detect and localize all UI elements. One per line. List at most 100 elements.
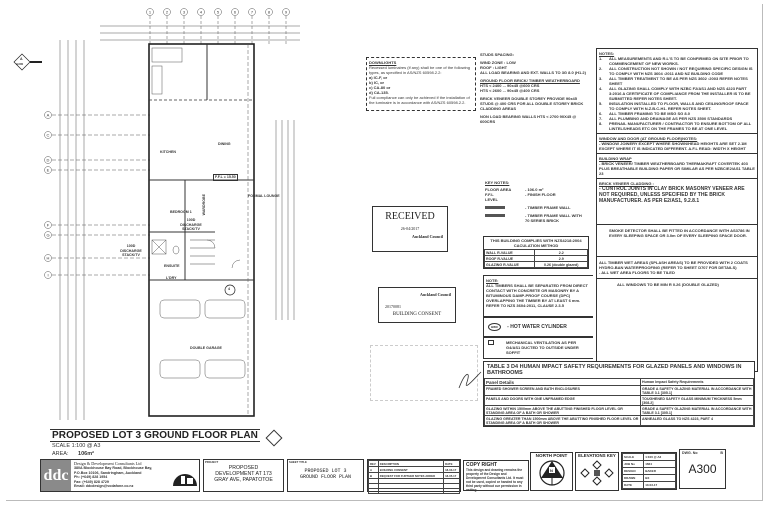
timber-note: NOTE: ALL TIMBERS SHALL BE SEPARATED FRO…: [483, 275, 593, 317]
studs-line: WIND ZONE : LOW: [480, 60, 516, 65]
company-email: Email: ddcdesign@vodafone.co.nz: [74, 484, 134, 489]
grid-label: 8: [268, 9, 271, 14]
grid-bubble: [44, 111, 52, 119]
info-label: DRAWN: [621, 474, 645, 482]
council-logo: Auckland Council: [411, 234, 443, 239]
grid-bubble: [197, 8, 205, 16]
drawing-number: A300: [688, 461, 717, 476]
table-row: GLAZING WITHIN 1500mm ABOVE THE ABUTTING…: [483, 405, 754, 416]
safety-requirement: GRADE A SAFETY GLAZING MATERIAL IN ACCOR…: [640, 385, 754, 396]
note-item: 3.ALL TIMBER TREATMENT TO BE AS PER NZS …: [599, 76, 755, 86]
note-text: ALL CONSTRUCTION NOT SHOWN / NOT REQUIRI…: [609, 66, 753, 76]
note-item: 1.ALL MEASUREMENTS AND R.L'S TO BE CONFI…: [599, 56, 755, 66]
company-fax: Fax: (+649) 828 4729: [74, 479, 109, 484]
info-value: BX: [643, 474, 676, 482]
grid-label: 1: [149, 9, 152, 14]
note-text: ALL TIMBER TREATMENT TO BE AS PER NZS 36…: [609, 76, 748, 86]
window-notes: WINDOW AND DOOR (AT GROUND FLOOR)NOTES: …: [597, 133, 757, 153]
legend-row: - TIMBER FRAME WALL: [485, 205, 589, 210]
received-stamp: RECEIVED 26-04/2017 Auckland Council: [372, 206, 448, 252]
sheet-border: [6, 4, 763, 501]
company-block: ddc Design & Development Consultants Ltd…: [40, 459, 200, 492]
note-item: 2. ALL CONSTRUCTION NOT SHOWN / NOT REQUI…: [599, 66, 755, 76]
project-label: PROJECT: [205, 460, 219, 464]
note-item: 5.INSULATION INSTALLED TO FLOOR, WALLS A…: [599, 101, 755, 111]
timber-note-title: NOTE:: [486, 278, 499, 283]
hwc-legend: HWC - HOT WATER CYLINDER: [483, 317, 593, 337]
grid-label: 9: [285, 9, 288, 14]
key-note-value: - 106.0 m²: [525, 187, 544, 192]
sheet-title-label: SHEET TITLE: [289, 460, 307, 464]
note-item: 7.ALL PLUMBING AND DRAINAGE AS PER NZS 3…: [599, 116, 755, 121]
safety-requirement: TOUGHENED SAFETY GLASS MINIMUM THICKNESS…: [640, 395, 754, 406]
key-note-label: LEVEL: [485, 197, 498, 202]
studs-title: STUDS SPACING:: [480, 52, 514, 57]
note-number: 4.: [599, 86, 603, 91]
room-discharge: 100D DISCHARGE STACK/TV: [180, 218, 202, 232]
info-value: 10-03-17: [643, 481, 676, 489]
company-phone: Ph: (+649) 828 1954: [74, 475, 108, 480]
note-number: 5.: [599, 101, 603, 106]
brick-text: - CONTROL JOINTS IN CLAY BRICK MASONRY V…: [599, 186, 745, 204]
brick-wall-symbol: [485, 214, 505, 217]
dwg-label: DWG. No: [682, 451, 698, 455]
grid-bubble: [44, 166, 52, 174]
grid-label: 5: [217, 9, 220, 14]
elevations-key-block: ELEVATIONS KEY: [575, 452, 619, 491]
room-laundry: L'DRY: [166, 276, 177, 280]
grid-label: A: [47, 112, 50, 117]
north-arrow-icon: [538, 460, 565, 486]
smoke-text: SMOKE DETECTOR SHALL BE FITTED IN ACCORD…: [609, 228, 750, 238]
note-number: 2.: [599, 66, 603, 71]
safety-requirement: GRADE A SAFETY GLAZING MATERIAL IN ACCOR…: [640, 405, 754, 416]
elevations-key-icon: [580, 460, 614, 486]
ventilation-text: MECHANICAL VENTILATION AS PER G4/AS1 DUC…: [506, 340, 579, 355]
sheet-title-block: SHEET TITLE PROPOSED LOT 3 GROUND FLOOR …: [287, 459, 364, 492]
brick-notes: BRICK VENEER CLADDING : - CONTROL JOINTS…: [597, 178, 757, 224]
key-notes: KEY NOTES: FLOOR AREA- 106.0 m² F.F.L- F…: [485, 180, 589, 223]
received-title: RECEIVED: [385, 211, 435, 222]
note-item: 4.ALL GLAZING SHALL COMPLY WITH NZBC F2/…: [599, 86, 755, 101]
grid-label: I: [47, 272, 48, 277]
panel-detail: GLAZING WITHIN 1500mm ABOVE THE ABUTTING…: [483, 405, 642, 416]
room-wardrobe: WARDROBE: [202, 194, 206, 216]
downlights-note: DOWNLIGHTS Recessed luminaires (if any) …: [366, 57, 476, 111]
room-garage: DOUBLE GARAGE: [190, 346, 222, 350]
consent-number: 20170081: [385, 304, 401, 309]
r-value-table: THIS BUILDING COMPLIES WITH NZS4218:2004…: [483, 236, 589, 269]
rev-cell: [443, 488, 460, 494]
timber-note-text: ALL TIMBERS SHALL BE SEPARATED FROM DIRE…: [486, 283, 588, 308]
note-text: ALL MEASUREMENTS AND R.L'S TO BE CONFIRM…: [609, 56, 749, 66]
note-item: 8.PRENAIL MANUFACTURER / CONTRACTOR TO E…: [599, 121, 755, 131]
company-name: Design & Development Consultants Ltd: [74, 461, 142, 466]
info-label: DESIGN: [621, 467, 645, 475]
section-marker-sheet: A300: [16, 62, 24, 66]
brick-title: BRICK VENEER CLADDING :: [599, 181, 654, 186]
received-date: 26-04/2017: [400, 226, 420, 231]
downlights-title: DOWNLIGHTS: [369, 60, 397, 65]
studs-spacing: STUDS SPACING: WIND ZONE : LOW ROOF : LI…: [480, 52, 588, 124]
wrap-title: BUILDING WRAP: [599, 156, 632, 161]
grid-bubble: [282, 8, 290, 16]
legend-text: - TIMBER FRAME WALL: [525, 205, 571, 210]
r-label: GLAZING R-VALUE: [483, 261, 536, 268]
copyright-title: COPY RIGHT: [466, 462, 498, 468]
grid-bubble: [44, 231, 52, 239]
ventilation-legend: MECHANICAL VENTILATION AS PER G4/AS1 DUC…: [483, 337, 593, 359]
key-notes-title: KEY NOTES:: [485, 180, 510, 185]
north-point-block: NORTH POINT N: [530, 452, 573, 491]
grid-label: C: [47, 132, 50, 137]
north-letter: N: [550, 468, 553, 473]
wet-notes: ALL TIMBER WET AREAS (SPLASH AREAS) TO B…: [597, 256, 757, 278]
downlights-text: Recessed luminaires (if any) shall be on…: [369, 65, 470, 75]
area-value: 106m²: [78, 451, 94, 457]
copyright-block: COPY RIGHT This design and drawing remai…: [463, 460, 529, 492]
panel-detail: PANELS AND DOORS WITH ONE UNFRAMED EDGE: [483, 395, 642, 406]
r-value-header: THIS BUILDING COMPLIES WITH NZS4218:2004…: [490, 238, 582, 248]
key-note-row: LEVEL: [485, 197, 589, 202]
